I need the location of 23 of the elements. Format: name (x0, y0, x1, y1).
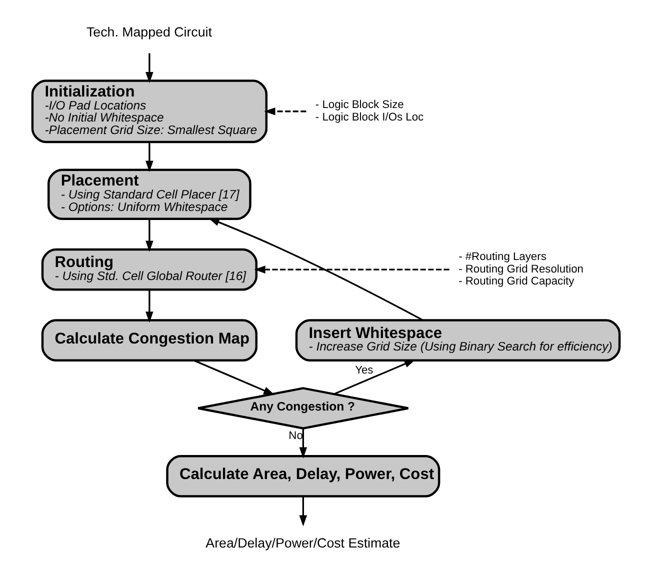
node-box: Initialization -I/O Pad Locations -No Initial Whitespace -Placement Grid Size: Smallest Square (30, 80, 268, 144)
arrow (193, 360, 274, 395)
node-text: - Logic Block Size - Logic Block I/Os Loc (314, 99, 424, 124)
node-text: Tech. Mapped Circuit (86, 24, 212, 40)
arrow (145, 142, 153, 172)
edge-label: No (288, 430, 302, 442)
arrow (298, 496, 307, 526)
node-box: Routing - Using Std. Cell Global Router [16] (40, 248, 257, 291)
edge-label: Yes (354, 364, 373, 377)
arrow (145, 290, 153, 323)
arrow (145, 53, 153, 84)
node-box: Calculate Area, Delay, Power, Cost (166, 455, 440, 498)
arrow (298, 428, 307, 458)
node-text: Area/Delay/Power/Cost Estimate (205, 536, 400, 551)
arrow (264, 107, 306, 116)
node-box: Insert Whitespace - Increase Grid Size (Using Binary Search for efficiency) (294, 319, 620, 362)
node-text: - #Routing Layers - Routing Grid Resolution - Routing Grid Capacity (458, 251, 583, 288)
node-box: Calculate Congestion Map (40, 319, 257, 362)
arrow (208, 218, 423, 321)
arrow (333, 359, 416, 395)
arrow (254, 266, 449, 274)
arrow (145, 218, 153, 252)
node-box: Placement - Using Standard Cell Placer [17] - Options: Uniform Whitespace (47, 168, 251, 220)
